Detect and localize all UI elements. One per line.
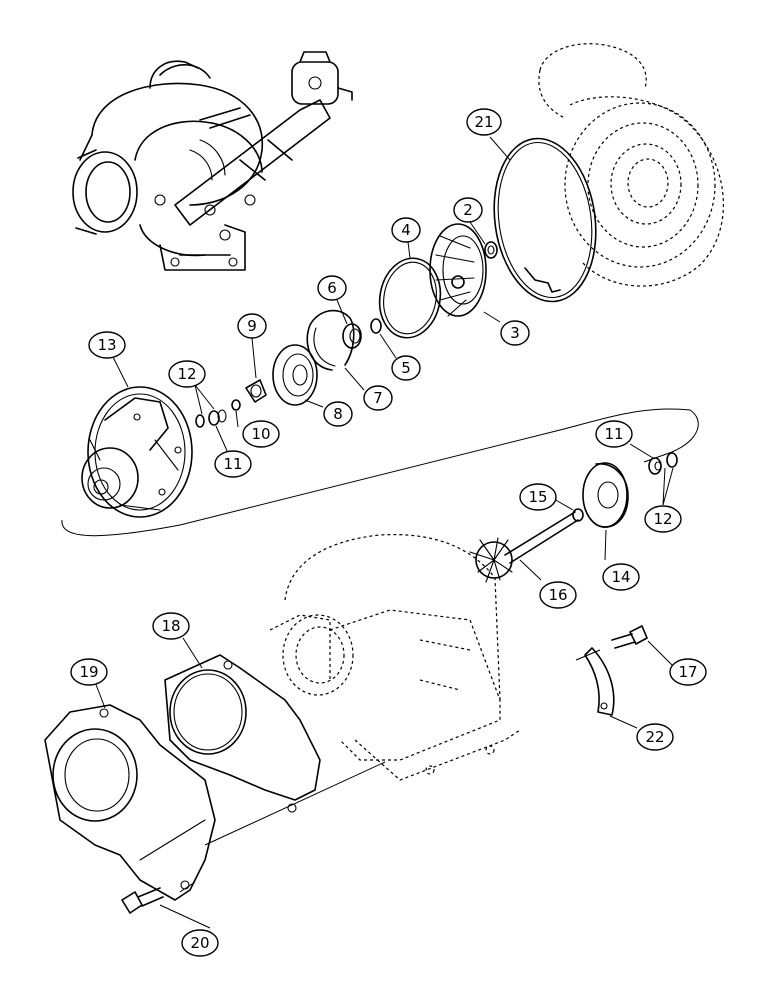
- callout-label: 7: [373, 389, 383, 407]
- callout-20: 20: [181, 929, 219, 957]
- callout-21: 21: [466, 108, 502, 136]
- callout-19: 19: [70, 658, 108, 686]
- callout-16: 16: [539, 581, 577, 609]
- callout-label: 9: [247, 317, 257, 335]
- callout-label: 8: [333, 405, 343, 423]
- callout-18: 18: [152, 612, 190, 640]
- callout-label: 12: [653, 510, 672, 528]
- callout-label: 21: [474, 113, 493, 131]
- nut-2-drawing: [484, 241, 498, 259]
- callout-label: 20: [190, 934, 209, 952]
- guide-line-17-22: [575, 649, 601, 661]
- callout-label: 2: [463, 201, 473, 219]
- callout-6: 6: [317, 275, 347, 301]
- callout-7: 7: [363, 385, 393, 411]
- turbine-housing-dashed: [269, 533, 521, 781]
- exhaust-path-line: [179, 761, 386, 893]
- retaining-ring-12-right-drawing: [666, 452, 678, 468]
- retaining-ring-21-drawing: [493, 137, 597, 303]
- callout-label: 4: [401, 221, 411, 239]
- compressor-wheel-3-drawing: [429, 223, 487, 317]
- callout-17: 17: [669, 658, 707, 686]
- callout-label: 16: [548, 586, 567, 604]
- clamp-plate-22-drawing: [584, 647, 615, 716]
- gasket-18-drawing: [164, 654, 321, 813]
- center-housing-13-drawing: [81, 386, 193, 518]
- assembly-path-line: [61, 408, 699, 537]
- callout-13: 13: [88, 331, 126, 359]
- callout-3: 3: [500, 320, 530, 346]
- callout-9: 9: [237, 313, 267, 339]
- thrust-bearing-10-drawing: [231, 399, 241, 411]
- callout-label: 22: [645, 728, 664, 746]
- callout-12-right: 12: [644, 505, 682, 533]
- insert-8-drawing: [272, 344, 318, 406]
- callout-label: 12: [177, 365, 196, 383]
- callout-11-right: 11: [595, 420, 633, 448]
- bearing-11-right-drawing: [648, 457, 662, 475]
- callout-label: 3: [510, 324, 520, 342]
- callout-label: 15: [528, 488, 547, 506]
- bolt-17-drawing: [611, 625, 648, 649]
- callout-8: 8: [323, 401, 353, 427]
- callout-label: 13: [97, 336, 116, 354]
- callout-label: 5: [401, 359, 411, 377]
- o-ring-4-drawing: [378, 257, 442, 339]
- piston-ring-15-drawing: [572, 508, 584, 522]
- callout-10: 10: [242, 420, 280, 448]
- callout-label: 11: [223, 455, 242, 473]
- compressor-housing-dashed: [538, 43, 724, 287]
- callout-11-left: 11: [214, 450, 252, 478]
- callout-15: 15: [519, 483, 557, 511]
- callout-5: 5: [391, 355, 421, 381]
- callout-12-left: 12: [168, 360, 206, 388]
- leader-lines: [94, 136, 674, 929]
- callout-label: 14: [611, 568, 630, 586]
- thrust-collar-9-drawing: [245, 379, 267, 403]
- retaining-ring-12-left-drawing: [195, 414, 205, 428]
- heat-shield-14-drawing: [582, 462, 629, 528]
- callout-label: 11: [604, 425, 623, 443]
- callout-label: 17: [678, 663, 697, 681]
- callout-label: 6: [327, 279, 337, 297]
- callout-2: 2: [453, 197, 483, 223]
- callout-label: 18: [161, 617, 180, 635]
- callout-14: 14: [602, 563, 640, 591]
- callout-22: 22: [636, 723, 674, 751]
- turbine-wheel-16-drawing: [469, 511, 579, 583]
- sleeve-6-drawing: [342, 323, 362, 349]
- elbow-19-drawing: [44, 704, 216, 901]
- callout-label: 19: [79, 663, 98, 681]
- callout-4: 4: [391, 217, 421, 243]
- bearing-11-left-drawing: [208, 409, 227, 426]
- bolt-20-drawing: [121, 887, 164, 914]
- seal-ring-5-drawing: [370, 318, 382, 334]
- assembled-turbocharger-drawing: [72, 51, 353, 271]
- callout-label: 10: [251, 425, 270, 443]
